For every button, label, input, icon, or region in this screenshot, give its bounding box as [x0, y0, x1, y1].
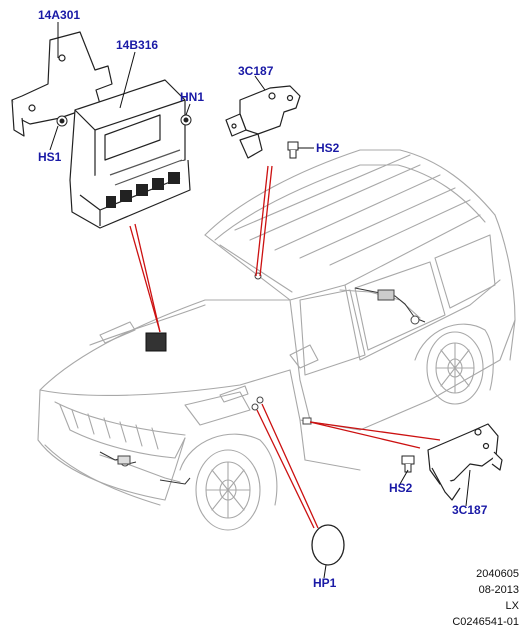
callout-HS2-top: HS2: [316, 141, 340, 155]
screw-HS2-bottom: [401, 455, 415, 473]
callout-HS2-bottom: HS2: [389, 481, 413, 495]
callout-3C187-bottom: 3C187: [452, 503, 488, 517]
bracket-14A301: [11, 31, 113, 137]
callout-3C187-top: 3C187: [238, 64, 274, 78]
plug-HP1: [311, 524, 345, 566]
callout-14A301: 14A301: [38, 8, 81, 22]
callout-HN1: HN1: [180, 90, 205, 104]
vehicle-internal-parts: [99, 272, 426, 485]
callout-14B316: 14B316: [116, 38, 159, 52]
bracket-3C187-bottom: [427, 423, 503, 501]
callout-leaders: [49, 22, 471, 579]
nut-HN1: [180, 114, 192, 126]
model-code: LX: [505, 600, 519, 612]
drawing-reference-block: 2040605 08-2013 LX C0246541-01: [452, 566, 519, 630]
drawing-number: 2040605: [476, 568, 519, 580]
illustration-id: C0246541-01: [452, 616, 519, 628]
module-14B316: [69, 79, 191, 229]
callout-HS1: HS1: [38, 150, 62, 164]
callout-HP1: HP1: [313, 576, 337, 590]
drawing-date: 08-2013: [478, 584, 519, 596]
screw-HS1: [56, 115, 68, 127]
red-leader-lines: [129, 165, 441, 529]
screw-HS2-top: [287, 141, 299, 159]
vehicle-outline: [37, 149, 516, 531]
bracket-3C187-top: [225, 85, 301, 159]
